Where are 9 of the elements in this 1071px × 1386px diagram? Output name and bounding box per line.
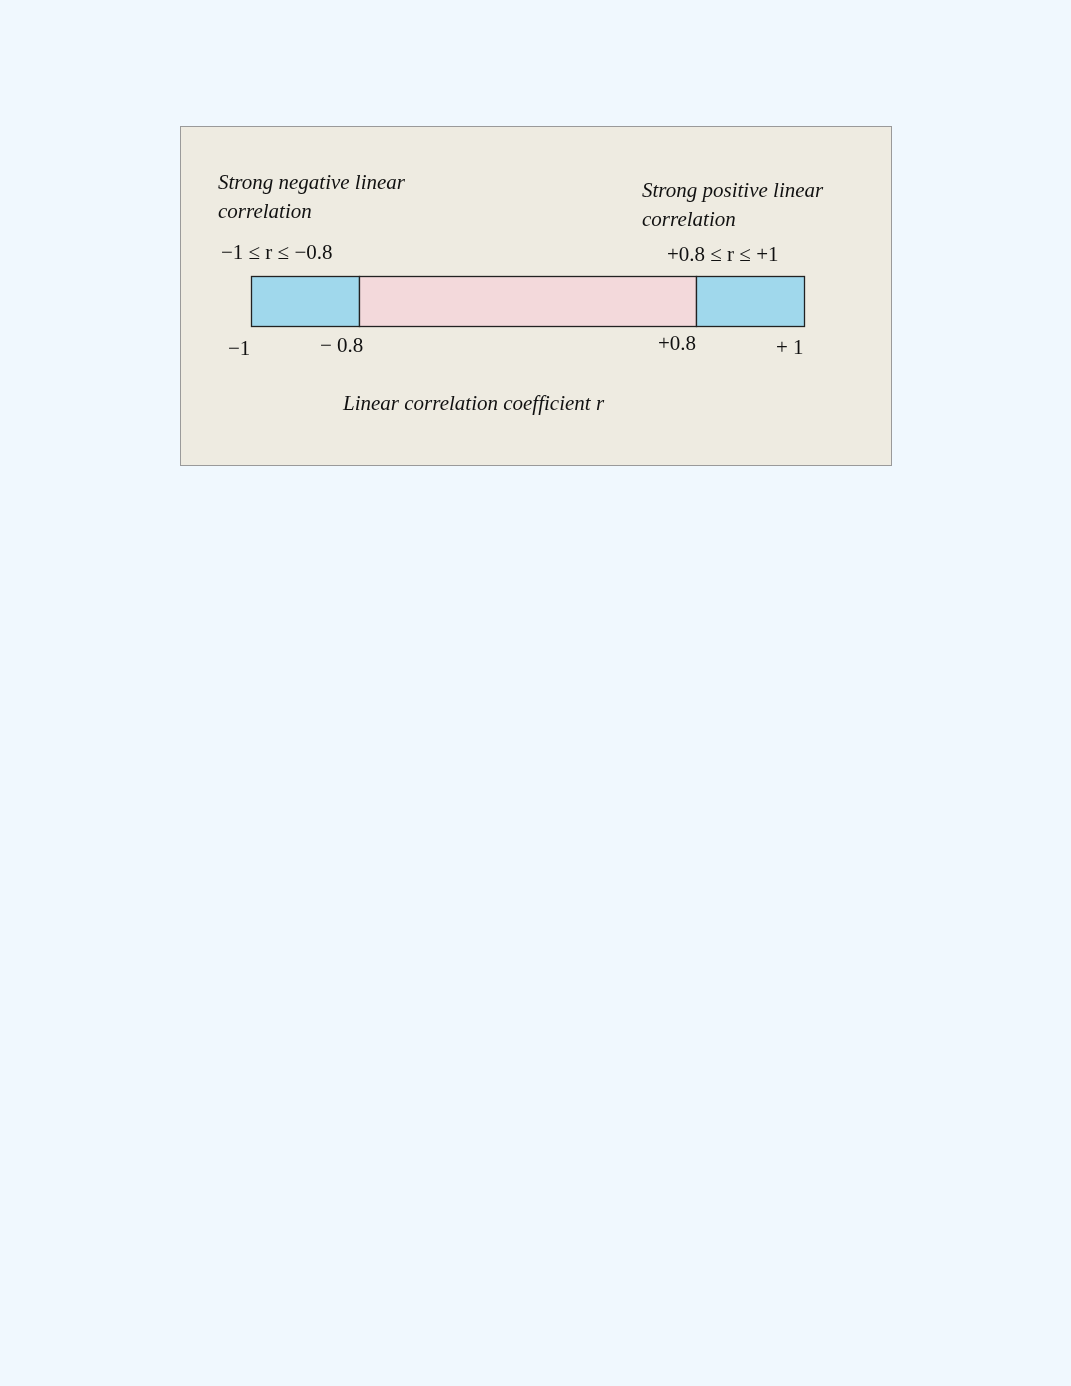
region-heading: Strong positive linear correlation [642,177,825,233]
scale-label: −1 ≤ r ≤ −0.8 [221,239,333,266]
axis-title: Linear correlation coefficient r [343,390,605,417]
scale-label: −1 [228,335,251,362]
scale-label: +0.8 [658,330,697,357]
scale-label: − 0.8 [320,332,364,359]
region-heading: Strong negative linear correlation [218,169,407,225]
scale-label: +0.8 ≤ r ≤ +1 [667,241,779,268]
scale-label: + 1 [776,334,804,361]
